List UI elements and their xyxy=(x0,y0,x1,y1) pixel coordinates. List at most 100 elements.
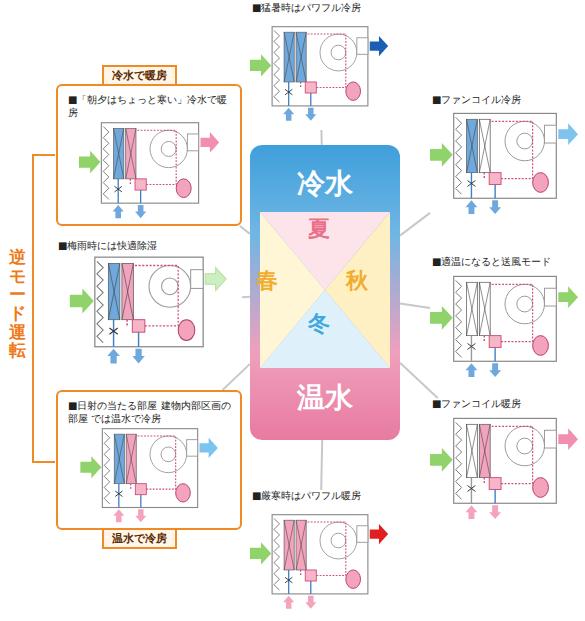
pipe xyxy=(310,581,311,594)
unit-illustration xyxy=(430,269,580,383)
unit-housing xyxy=(95,257,203,347)
season-node: 夏 xyxy=(308,218,330,240)
water-arrow xyxy=(135,205,146,218)
pipe xyxy=(494,347,495,361)
air-filter xyxy=(274,30,280,102)
air-filter xyxy=(456,117,462,194)
coil-fin xyxy=(114,128,124,179)
pipe xyxy=(130,484,131,490)
coil-fin xyxy=(467,119,478,172)
outlet-arrow xyxy=(201,132,220,153)
refrigerant-pipe xyxy=(491,426,532,483)
mode-panel: ■ファンコイル冷房 xyxy=(430,94,580,218)
heat-exchanger xyxy=(305,81,316,92)
water-arrow xyxy=(489,363,501,377)
pipe xyxy=(484,477,485,483)
fan-outlet xyxy=(544,125,556,143)
reverse-mode-label: 逆モード運転 xyxy=(9,248,26,360)
fan-outlet xyxy=(357,525,368,542)
pipe xyxy=(494,184,495,198)
unit-housing xyxy=(102,429,197,508)
mode-tab: 温水で冷房 xyxy=(102,528,177,549)
water-type: 温水 xyxy=(250,381,400,415)
mode-label: ■ファンコイル暖房 xyxy=(430,398,580,411)
coil-fin xyxy=(114,434,124,484)
intake-arrow xyxy=(70,288,94,313)
refrigerant-pipe xyxy=(137,130,176,184)
season-node: 冬 xyxy=(308,313,330,335)
pipe xyxy=(494,489,495,503)
reverse-mode-box: 温水で冷房■日射の当たる部屋 建物内部区画の部屋 では温水で冷房 xyxy=(56,390,242,530)
air-filter xyxy=(274,518,280,590)
valve xyxy=(115,491,122,497)
unit-housing xyxy=(272,514,368,593)
fan-casing xyxy=(505,426,544,465)
season-link xyxy=(320,440,323,490)
season-link xyxy=(242,296,250,298)
coil-fin xyxy=(479,119,490,172)
season-node: 春 xyxy=(256,270,278,292)
pipe xyxy=(300,569,301,575)
air-filter xyxy=(456,280,462,357)
fan-hub xyxy=(162,278,179,295)
coil-fin xyxy=(467,424,478,477)
pipe xyxy=(288,569,289,593)
fan-hub xyxy=(161,141,176,156)
coil xyxy=(284,520,294,570)
compressor xyxy=(176,484,191,502)
fan-outlet xyxy=(191,269,204,288)
coil xyxy=(479,119,490,172)
water-arrow xyxy=(107,348,120,363)
coil-fin xyxy=(467,424,478,477)
valve xyxy=(109,328,117,334)
unit-illustration xyxy=(430,107,580,219)
compressor xyxy=(346,569,361,587)
fan-hub xyxy=(517,296,533,312)
coil-fin xyxy=(479,119,490,172)
mode-panel: ■厳寒時はパワフル暖房 xyxy=(250,490,390,618)
unit-illustration xyxy=(430,411,580,525)
heat-exchanger xyxy=(135,484,146,495)
compressor xyxy=(533,172,549,192)
season-link xyxy=(400,304,430,308)
heat-exchanger xyxy=(489,172,501,184)
season-link xyxy=(320,130,322,145)
pipe xyxy=(484,335,485,341)
heat-exchanger xyxy=(489,335,501,347)
water-arrow xyxy=(305,107,316,120)
air-filter xyxy=(103,126,109,199)
season-panel: 冷水温水 夏春 秋冬 xyxy=(250,145,400,440)
water-arrow xyxy=(283,107,294,120)
coil-fin xyxy=(108,263,119,319)
unit-housing xyxy=(454,276,557,361)
pipe xyxy=(118,484,119,508)
compressor xyxy=(178,319,195,340)
water-type: 冷水 xyxy=(250,167,400,201)
season-label: 冬 xyxy=(308,311,330,336)
pipe xyxy=(300,81,301,87)
coil xyxy=(467,282,478,335)
outlet-arrow xyxy=(370,523,388,543)
unit-illustration xyxy=(66,119,234,220)
pipe xyxy=(471,172,472,198)
fan-hub xyxy=(517,438,533,454)
season-label: 夏 xyxy=(308,216,330,241)
water-arrow xyxy=(489,505,501,519)
mode-panel: ■適温になると送風モード xyxy=(430,256,580,382)
season-link xyxy=(223,364,250,390)
fan-outlet xyxy=(357,37,368,54)
coil-fin xyxy=(479,424,490,477)
outlet-arrow xyxy=(370,35,388,55)
valve xyxy=(468,485,476,491)
reverse-mode-box: 冷水で暖房■「朝夕はちょっと寒い」冷水で暖房 xyxy=(56,84,242,226)
season-label: 秋 xyxy=(346,268,368,293)
outlet-arrow xyxy=(558,286,578,308)
mode-panel: ■梅雨時には快適除湿 xyxy=(56,240,242,365)
air-filter xyxy=(97,261,103,342)
fan-casing xyxy=(150,130,187,167)
heat-exchanger xyxy=(305,569,316,580)
fan-casing xyxy=(150,436,187,473)
mode-label: ■「朝夕はちょっと寒い」冷水で暖房 xyxy=(66,94,234,119)
coil-fin xyxy=(479,424,490,477)
fan-casing xyxy=(505,121,544,160)
